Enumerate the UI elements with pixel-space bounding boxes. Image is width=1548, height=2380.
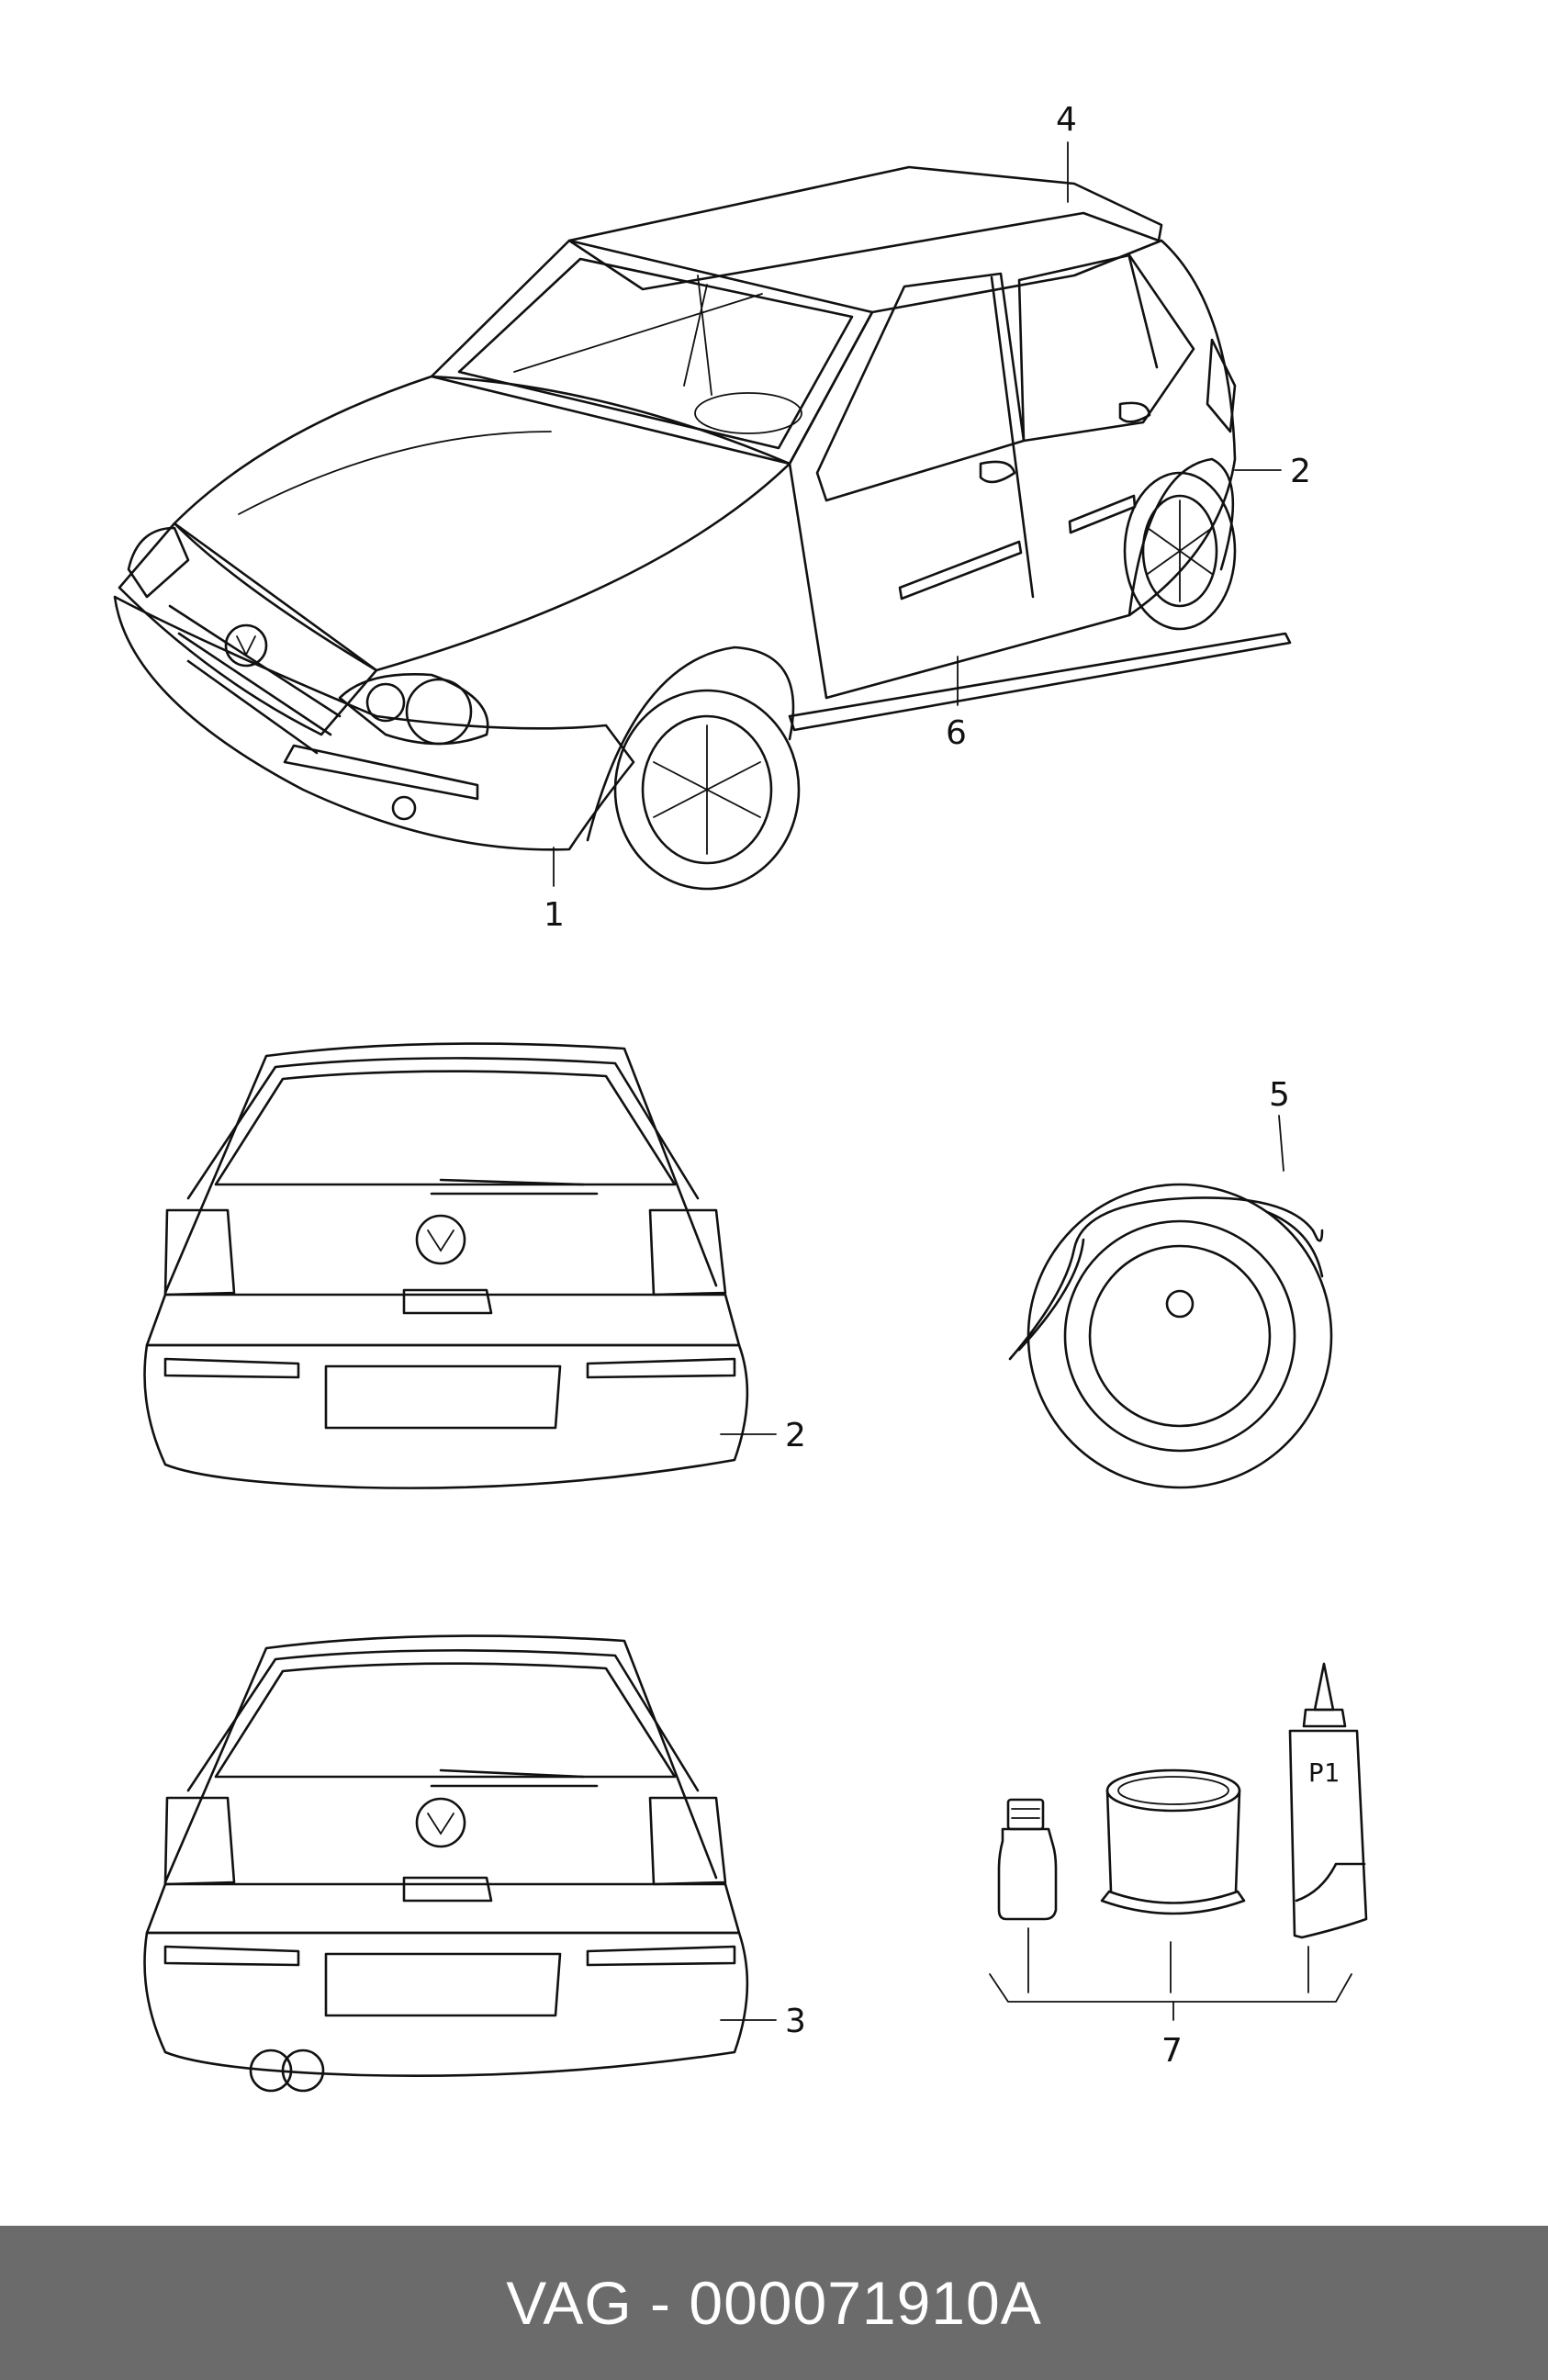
tube-label-p1: P1 — [1308, 1757, 1340, 1788]
callout-1-label: 1 — [544, 896, 565, 934]
callout-4-label: 4 — [1056, 101, 1077, 139]
repair-kit-diagram: P1 — [989, 1662, 1368, 2021]
callout-5-label: 5 — [1269, 1076, 1290, 1114]
car-front-three-quarter-view — [113, 165, 1292, 891]
callout-5: 5 — [1269, 1076, 1290, 1172]
paint-bottle-icon — [997, 1798, 1058, 1921]
spare-wheel-diagram — [1008, 1183, 1333, 1489]
callout-3-label: 3 — [785, 2003, 806, 2040]
sealant-tube-icon: P1 — [1288, 1662, 1368, 1939]
callout-3: 3 — [720, 2003, 806, 2040]
parts-diagram: 1 4 2 6 2 — [113, 101, 1368, 2093]
callout-6: 6 — [946, 656, 967, 752]
filler-tin-icon — [1100, 1768, 1246, 1915]
part-number-text: VAG - 000071910A — [506, 2269, 1042, 2337]
callout-2-top: 2 — [1234, 453, 1311, 490]
car-rear-view-bumper-3 — [143, 1634, 749, 2093]
callout-7-label: 7 — [1161, 2032, 1183, 2070]
callout-2-middle-label: 2 — [785, 1417, 806, 1454]
callout-7: 7 — [1161, 2032, 1183, 2070]
callout-4: 4 — [1056, 101, 1077, 203]
car-rear-view-bumper-2 — [143, 1042, 749, 1489]
callout-2-top-label: 2 — [1290, 453, 1311, 490]
callout-2-middle: 2 — [720, 1417, 806, 1454]
callout-6-label: 6 — [946, 714, 967, 752]
part-number-footer: VAG - 000071910A — [0, 2226, 1548, 2380]
callout-1: 1 — [544, 847, 565, 934]
